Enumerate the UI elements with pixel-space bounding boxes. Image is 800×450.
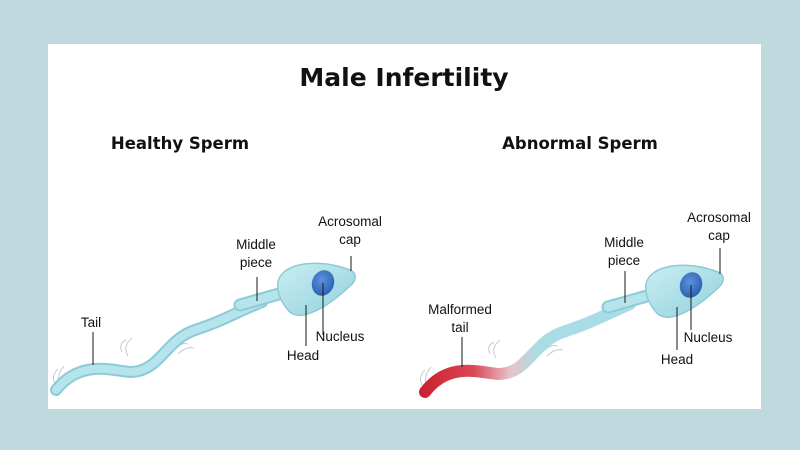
healthy-heading: Healthy Sperm — [111, 134, 249, 153]
healthy-sperm: Acrosomal cap Middle piece Tail Nucleus … — [50, 214, 382, 396]
abnormal-middle-piece-label-2: piece — [608, 253, 640, 268]
abnormal-malformed-tail-label: Malformed — [428, 302, 492, 317]
abnormal-malformed-tail-label-2: tail — [451, 320, 468, 335]
healthy-head-label: Head — [287, 348, 319, 363]
healthy-acrosomal-cap-label-2: cap — [339, 232, 361, 247]
abnormal-nucleus-label: Nucleus — [684, 330, 733, 345]
healthy-middle-piece-label: Middle — [236, 237, 276, 252]
diagram-title: Male Infertility — [299, 63, 508, 92]
healthy-middle-piece-label-2: piece — [240, 255, 272, 270]
abnormal-heading: Abnormal Sperm — [502, 134, 658, 153]
healthy-nucleus-label: Nucleus — [316, 329, 365, 344]
abnormal-middle-piece-label: Middle — [604, 235, 644, 250]
abnormal-sperm: Acrosomal cap Middle piece Malformed tai… — [419, 210, 751, 398]
abnormal-head-label: Head — [661, 352, 693, 367]
healthy-tail-label: Tail — [81, 315, 101, 330]
abnormal-acrosomal-cap-label: Acrosomal — [687, 210, 751, 225]
healthy-acrosomal-cap-label: Acrosomal — [318, 214, 382, 229]
abnormal-acrosomal-cap-label-2: cap — [708, 228, 730, 243]
abnormal-malformed-tail — [419, 298, 636, 398]
